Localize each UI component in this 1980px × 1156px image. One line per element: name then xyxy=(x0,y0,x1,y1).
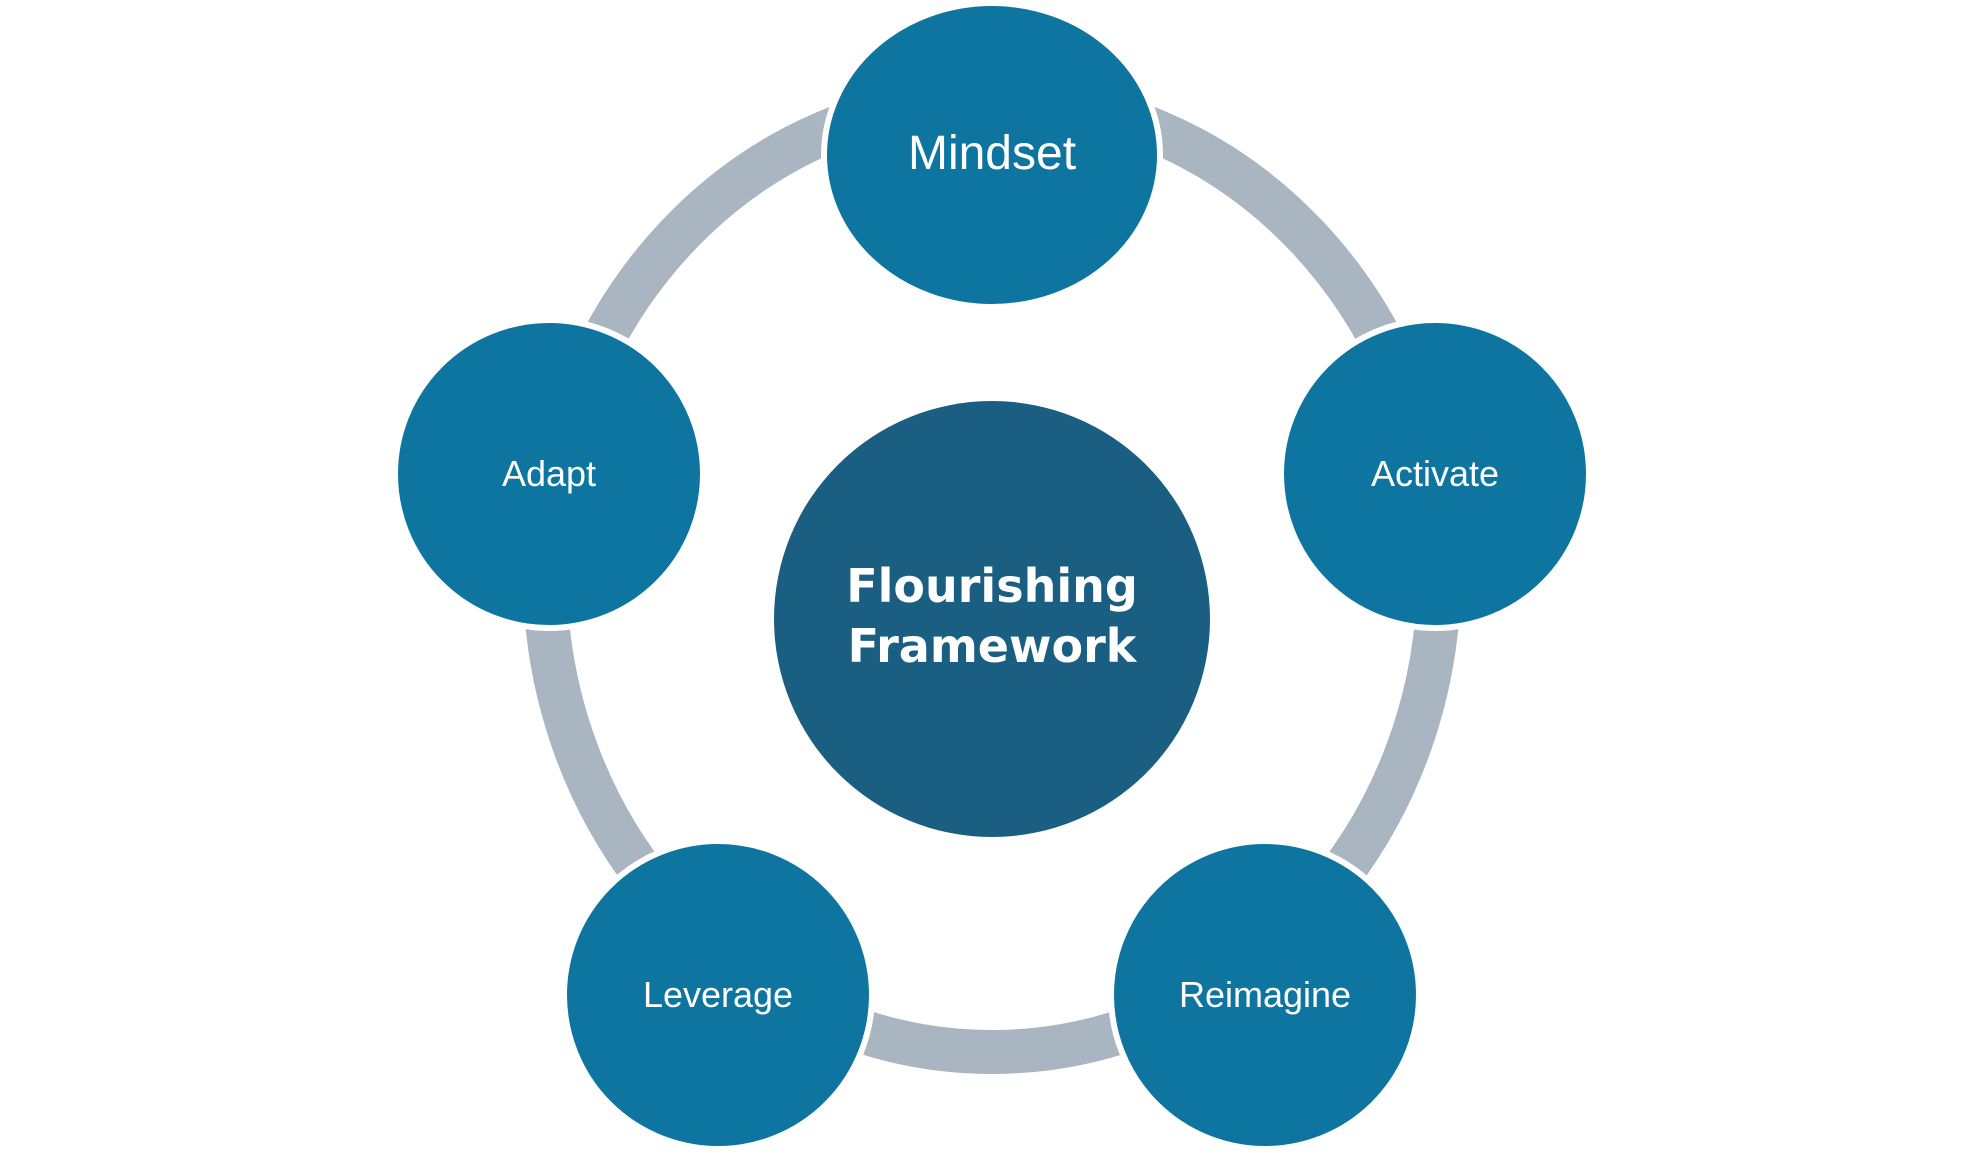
node-reimagine: Reimagine xyxy=(1108,838,1422,1152)
center-hub-circle xyxy=(774,401,1210,837)
node-adapt-label: Adapt xyxy=(502,453,596,494)
node-mindset-circle xyxy=(821,0,1163,310)
node-mindset-label: Mindset xyxy=(908,127,1076,180)
node-mindset: Mindset xyxy=(821,0,1163,310)
center-title-line1: Flourishing xyxy=(846,559,1138,613)
node-reimagine-circle xyxy=(1108,838,1422,1152)
node-adapt-circle xyxy=(392,317,706,631)
node-adapt: Adapt xyxy=(392,317,706,631)
node-leverage: Leverage xyxy=(561,838,875,1152)
node-activate-label: Activate xyxy=(1371,453,1499,494)
node-leverage-label: Leverage xyxy=(643,974,793,1015)
node-activate: Activate xyxy=(1278,317,1592,631)
center-hub: Flourishing Framework xyxy=(774,401,1210,837)
node-leverage-circle xyxy=(561,838,875,1152)
center-title-line2: Framework xyxy=(848,619,1138,673)
node-activate-circle xyxy=(1278,317,1592,631)
node-reimagine-label: Reimagine xyxy=(1179,974,1351,1015)
